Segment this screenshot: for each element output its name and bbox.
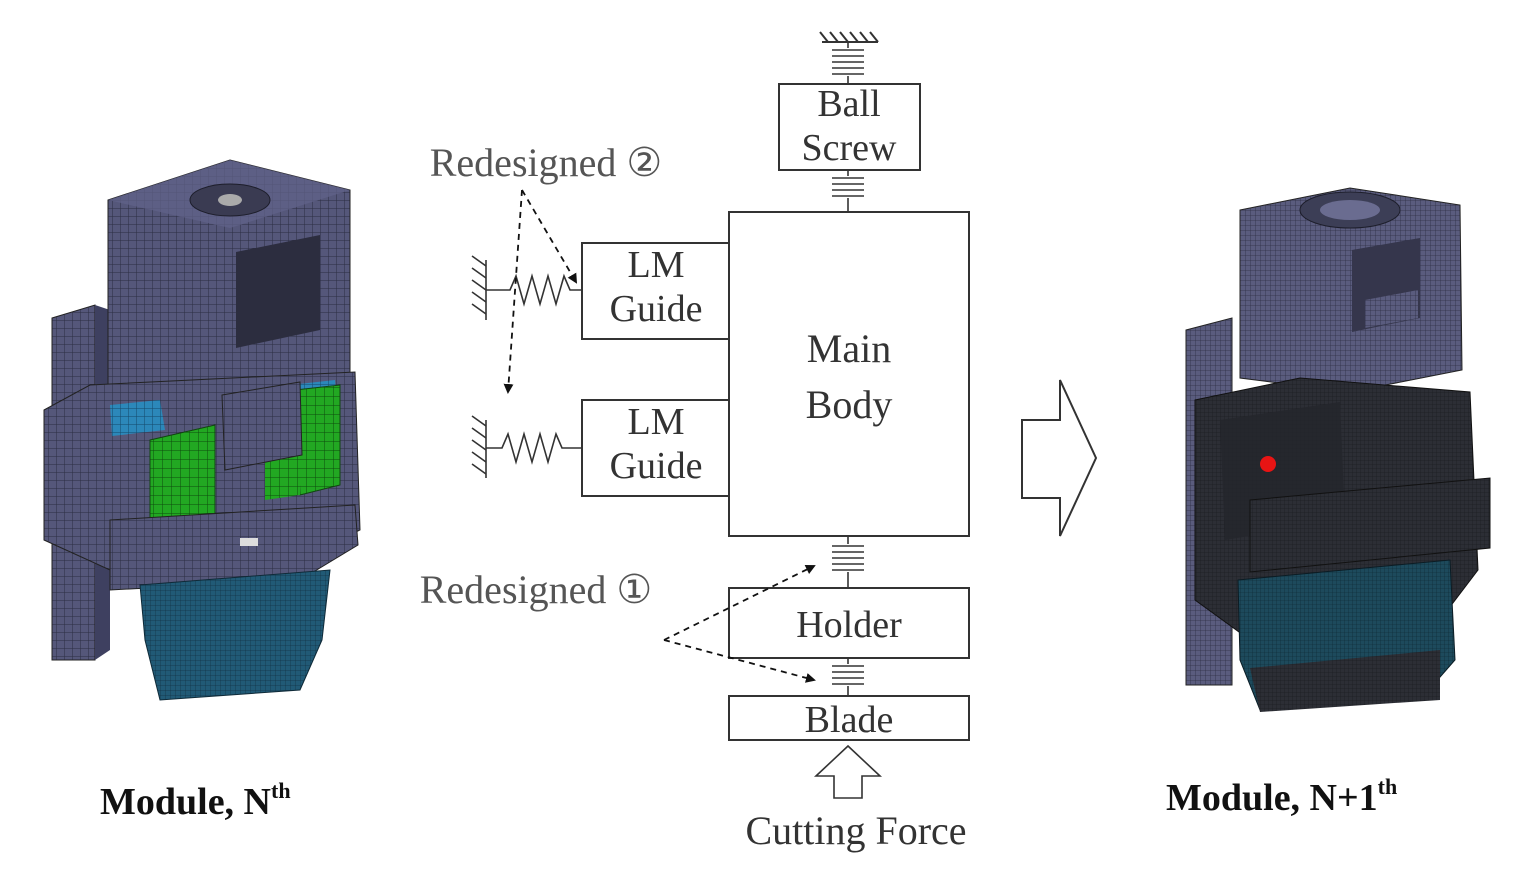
measurement-point-marker <box>1260 456 1276 472</box>
lm-guide-bottom-label-line1: LM <box>628 401 685 443</box>
module-n-plus-1-caption-text: Module, N+1 <box>1166 777 1378 819</box>
module-n-caption-text: Module, N <box>100 781 271 823</box>
cutting-force-label: Cutting Force <box>745 808 966 853</box>
module-n-plus-1-mesh-image <box>1185 187 1491 712</box>
module-n-caption-sup: th <box>271 778 291 803</box>
redesigned-2-arrows <box>503 189 578 394</box>
cutting-force-arrow-icon <box>813 744 883 799</box>
blade-box <box>728 695 970 741</box>
lm-bottom-spring-icon <box>471 415 582 478</box>
schematic <box>471 31 1098 799</box>
ballscrew-mainbody-spring-icon <box>832 170 864 212</box>
ball-screw-label-line2: Screw <box>802 127 898 169</box>
module-n-plus-1-caption-sup: th <box>1378 774 1398 799</box>
mainbody-holder-spring-icon <box>832 536 864 588</box>
lm-guide-top-box <box>581 242 730 340</box>
holder-box <box>728 587 970 659</box>
lm-guide-bottom-label-line2: Guide <box>610 445 703 487</box>
main-body-label-line2: Body <box>806 382 893 427</box>
schematic-labels: Ball Screw LM Guide LM Guide Main Body H… <box>420 83 967 853</box>
lm-top-spring-icon <box>471 255 582 320</box>
holder-blade-spring-icon <box>832 658 864 696</box>
holder-label: Holder <box>796 604 902 646</box>
module-n-mesh-image <box>43 159 361 701</box>
main-body-box <box>728 211 970 537</box>
module-n-caption: Module, Nth <box>100 778 291 823</box>
redesigned-1-arrows <box>663 565 816 683</box>
ball-screw-box <box>778 83 921 171</box>
top-ground-icon <box>819 31 879 43</box>
lm-guide-top-label-line1: LM <box>628 244 685 286</box>
ball-screw-label-line1: Ball <box>817 83 880 125</box>
redesigned-1-label: Redesigned ① <box>420 567 652 612</box>
top-spring-icon <box>832 42 864 84</box>
lm-guide-top-label-line2: Guide <box>610 288 703 330</box>
blade-label: Blade <box>805 699 894 741</box>
main-body-label-line1: Main <box>807 326 891 371</box>
transition-arrow-icon <box>1021 379 1098 537</box>
module-n-plus-1-caption: Module, N+1th <box>1166 774 1397 819</box>
lm-guide-bottom-box <box>581 399 730 497</box>
redesigned-2-label: Redesigned ② <box>430 140 662 185</box>
